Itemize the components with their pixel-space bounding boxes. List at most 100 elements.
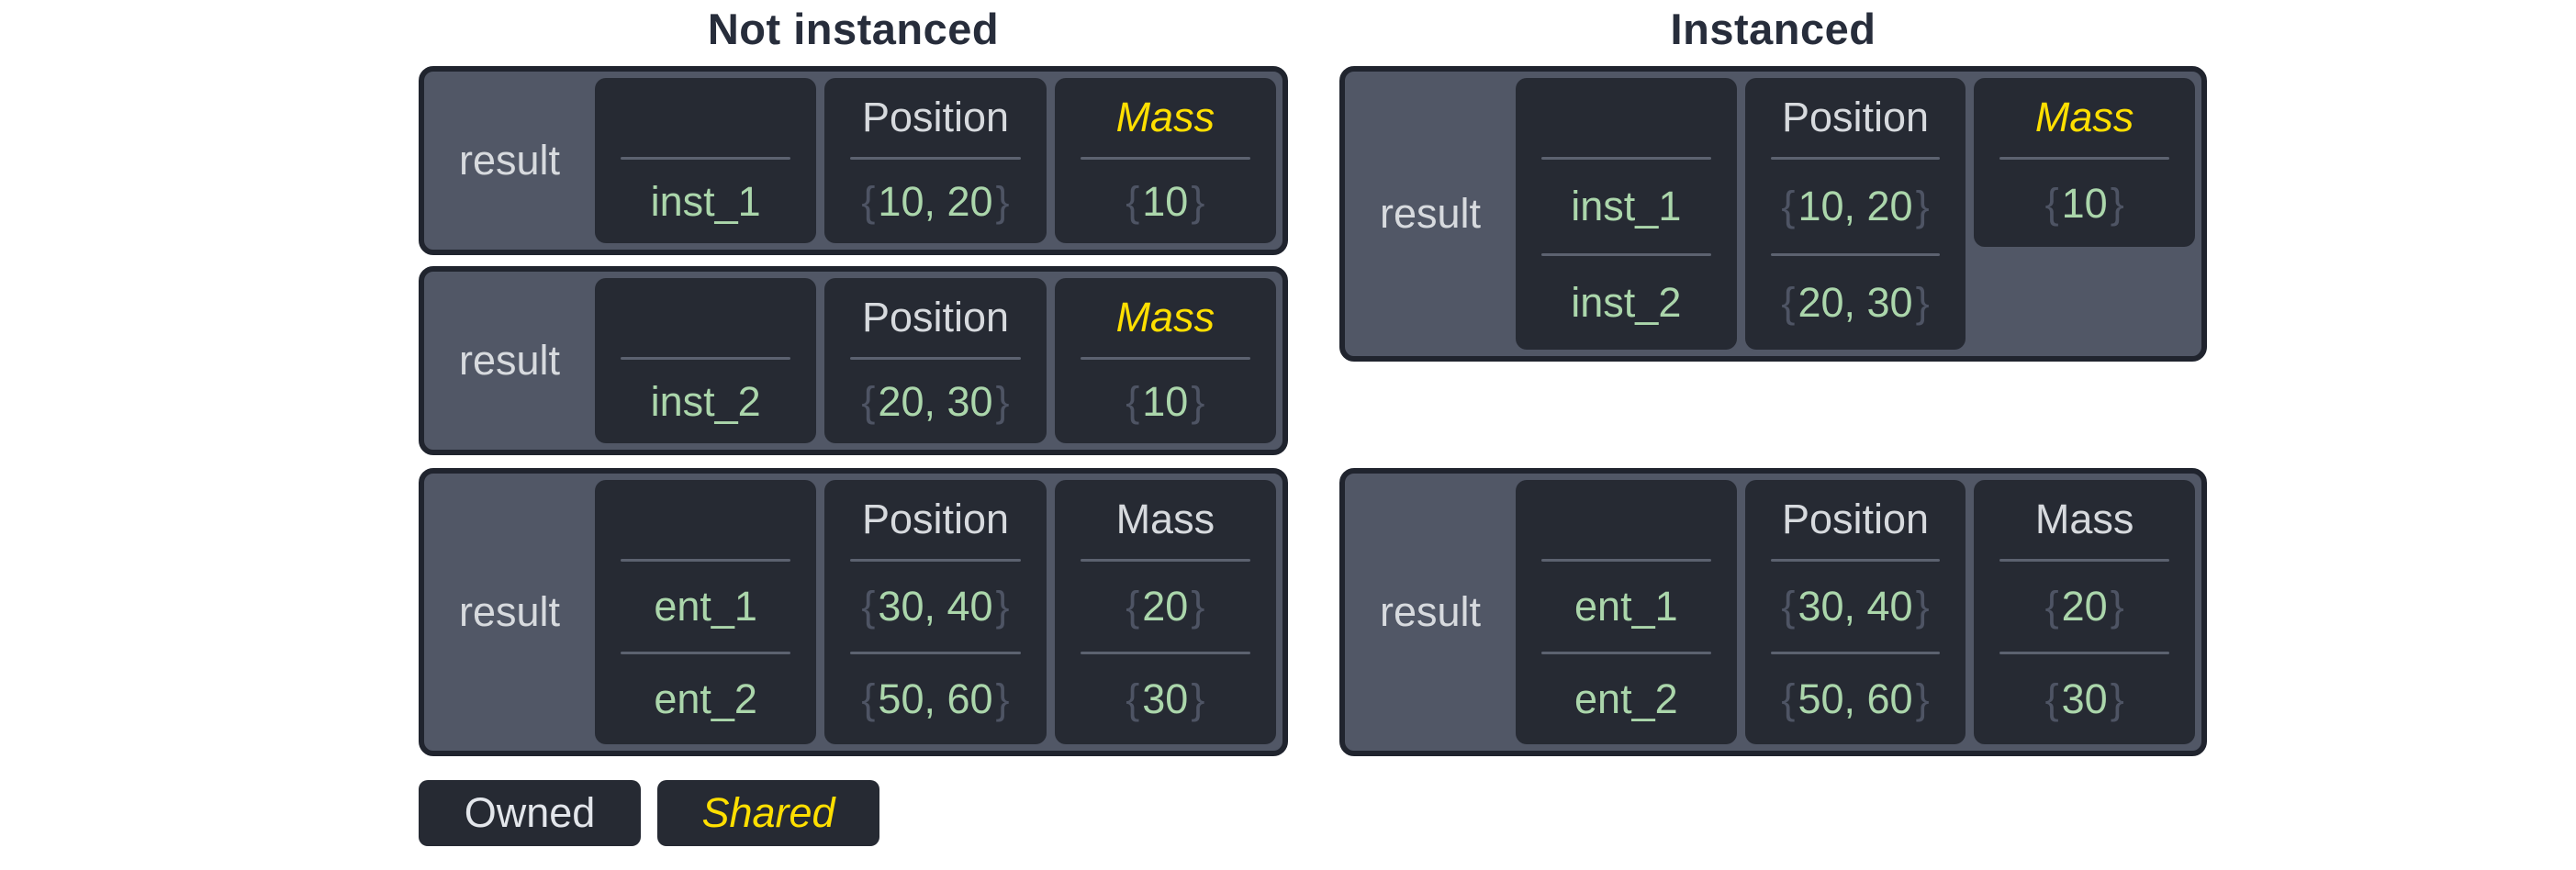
result-box: result ent_1 ent_2 Position {30, 40} {50… [1339,468,2207,756]
close-brace: } [995,377,1010,425]
section-instanced: Instanced result inst_1 inst_2 Position … [1339,0,2207,756]
position-header: Position [1781,94,1930,140]
mass-value: {30} [1055,654,1276,744]
close-brace: } [1191,377,1205,425]
divider-line [1770,253,1941,256]
columns: ent_1 ent_2 Position {30, 40} {50, 60} M… [1516,480,2196,744]
divider-line [621,157,791,160]
entity-name: ent_1 [1516,562,1737,652]
divider-line [1080,559,1250,562]
legend: Owned Shared [419,780,1288,846]
open-brace: { [1781,675,1796,722]
entity-name: ent_2 [595,654,816,744]
entity-name-text: ent_1 [654,583,757,630]
mass-value-text: 10 [1142,177,1189,225]
mass-value: {30} [1974,654,2195,744]
close-brace: } [1915,583,1930,630]
position-value: {20, 30} [1745,256,1966,350]
divider-line [1541,157,1711,160]
open-brace: { [2044,675,2059,722]
columns: inst_1 Position {10, 20} Mass {10} [595,78,1276,243]
divider-line [1770,559,1941,562]
legend-owned-label: Owned [464,789,596,836]
open-brace: { [861,377,876,425]
open-brace: { [1126,377,1140,425]
close-brace: } [995,177,1010,225]
divider-line [1999,559,2170,562]
divider-line [621,559,791,562]
position-value-text: 30, 40 [1798,583,1913,630]
close-brace: } [1915,279,1930,326]
close-brace: } [995,583,1010,630]
divider-line [621,652,791,654]
entity-name-text: ent_1 [1574,583,1678,630]
mass-value-text: 10 [2061,179,2108,227]
position-column: Position {20, 30} [824,278,1047,443]
entity-name: ent_1 [595,562,816,652]
divider-line [1770,157,1941,160]
entity-name: inst_2 [595,360,816,443]
mass-value-text: 30 [2061,675,2108,722]
result-label: result [458,588,561,635]
entity-name-text: inst_2 [650,377,761,425]
mass-column: Mass {10} [1054,278,1276,443]
mass-header: Mass [2034,94,2134,140]
entity-column: ent_1 ent_2 [595,480,817,744]
entity-name: inst_1 [1516,160,1737,253]
position-value: {20, 30} [824,360,1046,443]
result-box: result inst_1 inst_2 Position {10, 20} {… [1339,66,2207,362]
entity-name: inst_2 [1516,256,1737,350]
legend-shared-label: Shared [701,789,835,836]
position-column: Position {30, 40} {50, 60} [1744,480,1966,744]
open-brace: { [1126,177,1140,225]
close-brace: } [2110,179,2124,227]
entity-column-header [1516,480,1737,559]
mass-value-text: 30 [1142,675,1189,722]
divider-line [621,357,791,360]
position-value-text: 10, 20 [1798,183,1913,229]
entity-column-header [595,278,816,357]
open-brace: { [2044,179,2059,227]
open-brace: { [861,177,876,225]
divider-line [850,357,1021,360]
mass-value: {20} [1974,562,2195,652]
position-value: {50, 60} [1745,654,1966,744]
position-header: Position [861,496,1010,542]
entity-column-header [595,78,816,157]
position-value-text: 10, 20 [878,177,993,225]
entity-column-header [1516,78,1737,157]
open-brace: { [2044,583,2059,630]
columns: inst_2 Position {20, 30} Mass {10} [595,278,1276,443]
position-value-text: 50, 60 [1798,675,1913,722]
entity-name: ent_2 [1516,654,1737,744]
result-box: result inst_1 Position {10, 20} Mass {10… [419,66,1288,255]
legend-shared-chip: Shared [657,780,879,846]
divider-line [1080,157,1250,160]
mass-column: Mass {20} {30} [1974,480,2196,744]
entity-column-header [595,480,816,559]
position-value-text: 20, 30 [1798,279,1913,326]
open-brace: { [861,675,876,722]
position-value: {30, 40} [824,562,1046,652]
entity-name-text: inst_2 [1571,279,1682,326]
divider-line [850,652,1021,654]
entity-column: ent_1 ent_2 [1516,480,1737,744]
legend-owned-chip: Owned [419,780,641,846]
mass-value: {10} [1974,160,2195,247]
divider-line [1770,652,1941,654]
mass-header: Mass [1115,294,1215,340]
columns: inst_1 inst_2 Position {10, 20} {20, 30}… [1516,78,2196,350]
divider-line [1541,559,1711,562]
open-brace: { [861,583,876,630]
close-brace: } [1915,183,1930,229]
entity-column: inst_2 [595,278,817,443]
entity-column: inst_1 [595,78,817,243]
mass-header: Mass [2034,496,2134,542]
mass-header: Mass [1115,496,1215,542]
result-box: result inst_2 Position {20, 30} Mass {10… [419,266,1288,455]
section-title: Not instanced [707,4,1000,53]
entity-name-text: inst_1 [1571,183,1682,229]
position-value: {10, 20} [824,160,1046,243]
mass-column: Mass {10} [1054,78,1276,243]
mass-value-text: 20 [1142,583,1189,630]
